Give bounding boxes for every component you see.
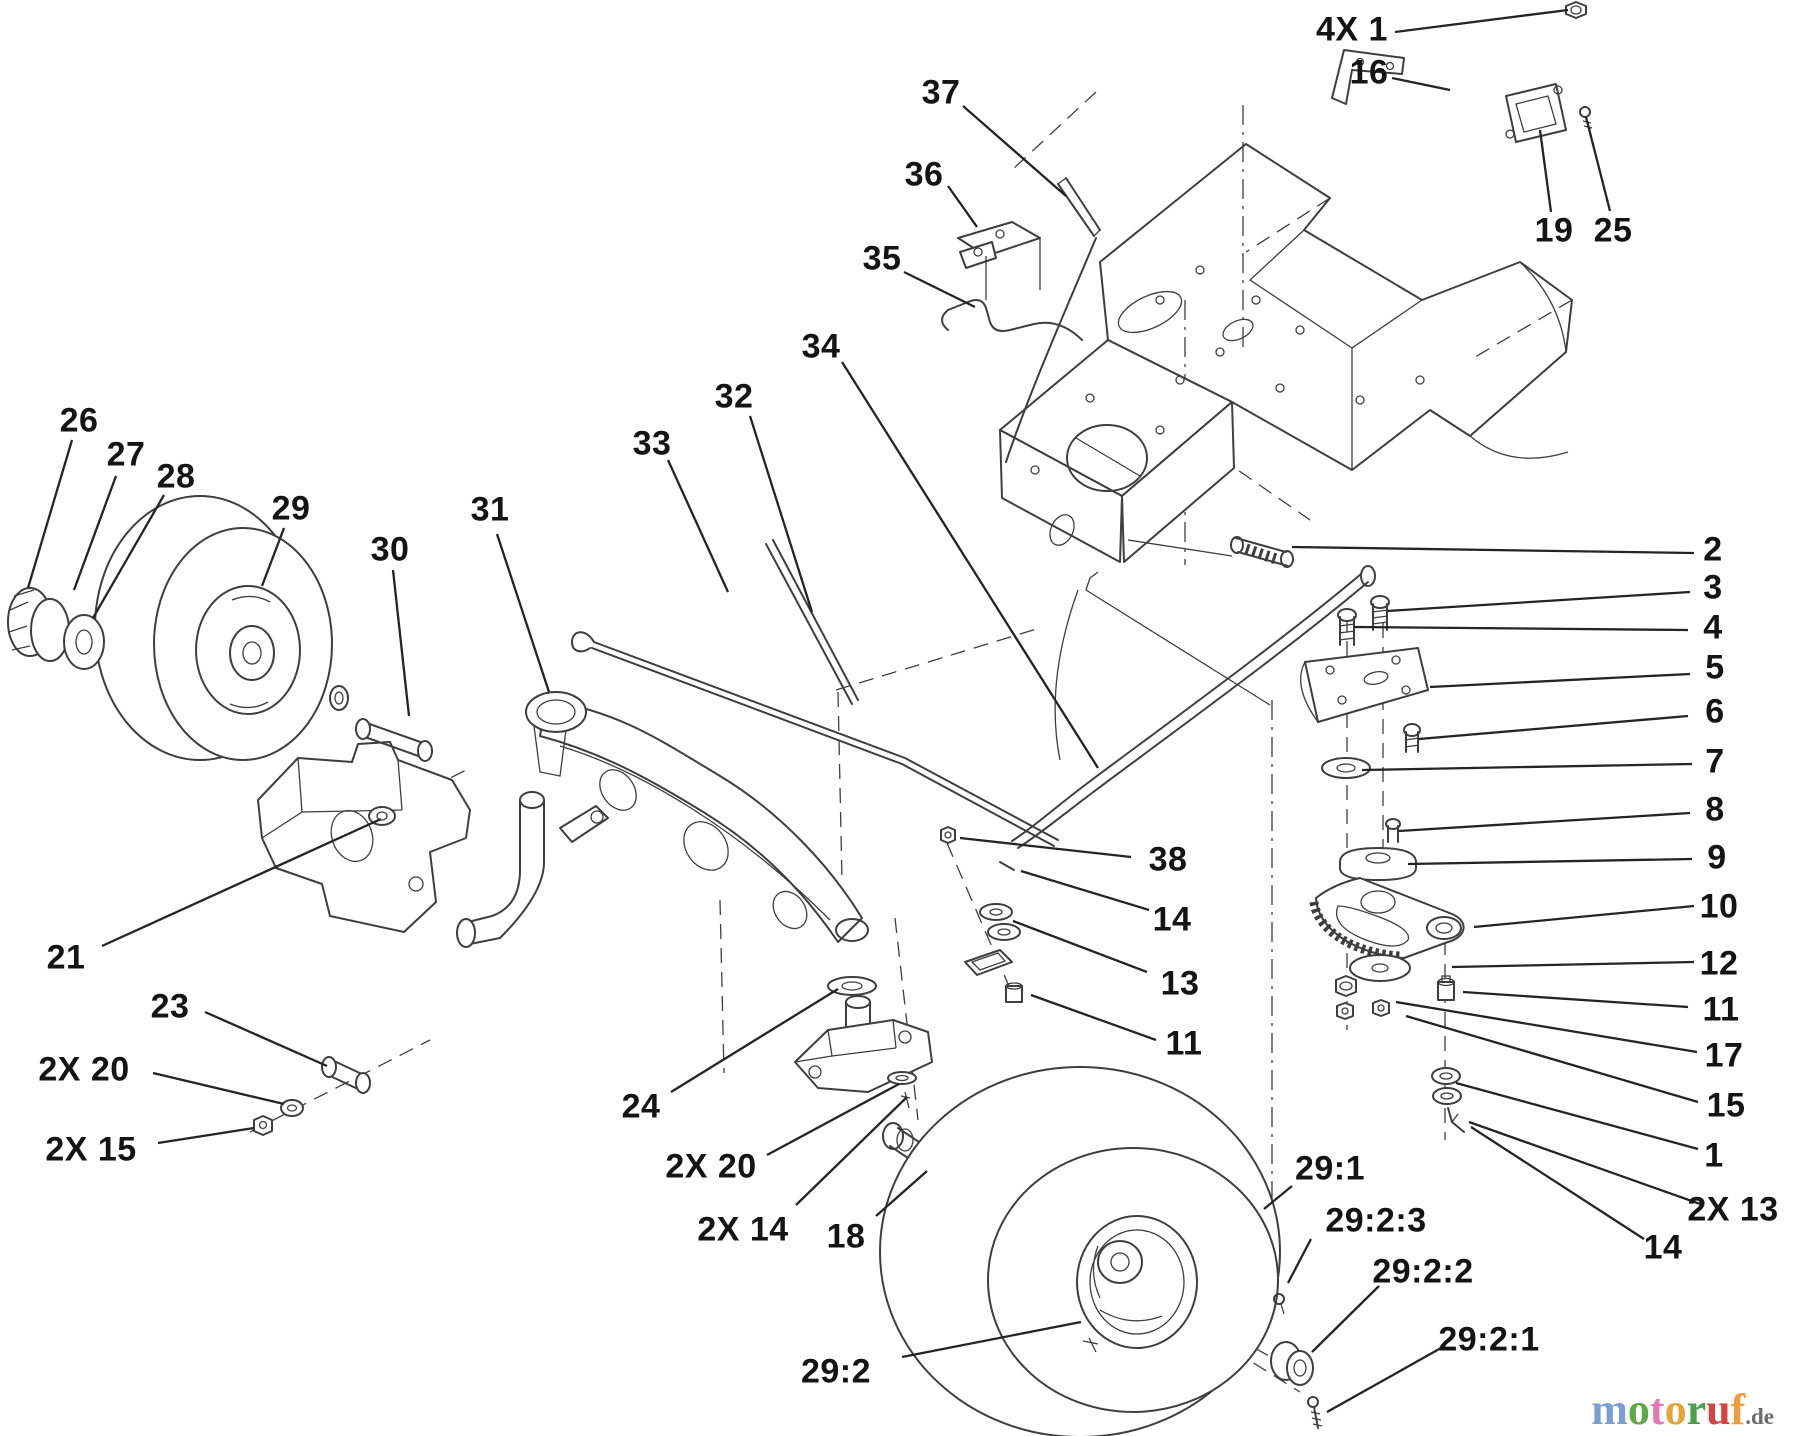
leader-line-37 [962, 105, 1067, 197]
leader-line-18 [875, 1170, 928, 1217]
leader-lines [26, 8, 1704, 1414]
leader-line-11-mid [1030, 993, 1157, 1042]
leader-line-36 [947, 185, 978, 228]
interlock-module-19-drawing [1505, 83, 1567, 143]
leader-line-23 [204, 1010, 328, 1068]
watermark-brand-text: motoruf [1591, 1385, 1745, 1434]
leader-line-38 [959, 836, 1132, 859]
spindle-bracket-24-drawing [794, 976, 933, 1109]
leader-line-30 [391, 569, 411, 717]
leader-line-1 [1455, 1081, 1699, 1151]
leader-line-34 [841, 361, 1099, 769]
watermark-suffix: .de [1745, 1404, 1774, 1429]
wire-form-35-drawing [941, 299, 1083, 341]
leader-line-5 [1429, 672, 1691, 689]
watermark-letter: o [1664, 1385, 1687, 1434]
watermark-letter: f [1730, 1385, 1746, 1434]
leader-line-8 [1398, 811, 1691, 833]
leader-line-9 [1407, 857, 1693, 866]
leader-line-29-2 [901, 1320, 1082, 1359]
leader-line-31 [495, 533, 551, 693]
leader-line-28 [92, 494, 165, 619]
leader-line-11-right [1462, 990, 1689, 1009]
pivot-hardware-left-drawing [253, 1056, 371, 1136]
washer-28-drawing [63, 614, 105, 670]
axle-support-bracket-drawing [257, 685, 471, 933]
steering-shaft-32-drawing [765, 539, 859, 705]
leader-line-19 [1538, 129, 1553, 213]
leader-line-2x-20-left [152, 1071, 285, 1106]
tie-rod-34-drawing [1011, 565, 1376, 849]
leader-line-15-right [1405, 1014, 1699, 1104]
leader-line-29 [260, 527, 286, 587]
leader-line-7 [1361, 762, 1693, 772]
steering-column-ghost-drawing [1054, 571, 1271, 761]
leader-line-25 [1584, 116, 1612, 212]
leader-line-4x-1 [1394, 8, 1569, 34]
bracket-36-drawing [957, 221, 1041, 300]
leader-line-29-1 [1263, 1185, 1293, 1210]
watermark-letter: r [1686, 1385, 1707, 1434]
leader-line-16 [1391, 76, 1451, 92]
leader-line-2 [1291, 545, 1695, 555]
leader-line-27 [72, 475, 118, 591]
flange-nut-1-drawing [1565, 1, 1587, 19]
watermark-letter: t [1649, 1385, 1665, 1434]
leader-line-2x-15 [157, 1126, 255, 1145]
leader-line-26 [26, 439, 74, 589]
hub-bushing-29-2-2-drawing [1270, 1341, 1314, 1386]
mount-bracket-16-drawing [1331, 49, 1405, 105]
leader-line-6 [1418, 714, 1689, 741]
leader-line-21 [101, 817, 382, 948]
leader-line-24 [670, 988, 839, 1093]
front-wheel-29-drawing [94, 495, 333, 761]
steering-gear-stack-drawing [1300, 595, 1465, 1133]
leader-line-10 [1473, 904, 1695, 929]
watermark-letter: u [1706, 1385, 1731, 1434]
leader-line-29-2-2 [1311, 1285, 1380, 1353]
wheel-29-2-drawing [879, 1066, 1281, 1436]
watermark-letter: m [1591, 1385, 1628, 1434]
leader-line-12 [1451, 960, 1695, 969]
shift-rod-37-drawing [1005, 177, 1101, 463]
steering-hardware-mid-drawing [940, 826, 1023, 1003]
screw-29-2-3-drawing [1273, 1293, 1285, 1315]
leader-line-29-2-3 [1286, 1238, 1313, 1284]
bolt-29-2-1-drawing [1307, 1396, 1323, 1429]
leader-line-32 [748, 415, 814, 613]
leader-line-17 [1395, 1000, 1698, 1054]
hub-cap-26-drawing [7, 587, 70, 662]
leader-line-3 [1386, 590, 1691, 613]
front-axle-31-drawing [456, 691, 869, 948]
leader-line-33 [666, 459, 730, 593]
leader-line-2x-14 [795, 1096, 908, 1206]
watermark-letter: o [1627, 1385, 1650, 1434]
drag-link-33-drawing [571, 631, 1059, 847]
leader-line-2x-13 [1468, 1120, 1704, 1207]
watermark-logo: motoruf.de [1591, 1388, 1774, 1432]
leader-line-14-mid [1020, 869, 1150, 912]
leader-line-14-right [1470, 1126, 1645, 1240]
hinge-pin-part-2 [1127, 536, 1294, 568]
leader-line-4 [1353, 625, 1689, 632]
chassis-frame-drawing [999, 143, 1573, 568]
leader-line-2x-20-mid [766, 1082, 900, 1157]
leader-line-29-2-1 [1326, 1346, 1442, 1414]
leader-line-13-mid [1012, 919, 1148, 974]
leader-line-35 [903, 270, 976, 309]
